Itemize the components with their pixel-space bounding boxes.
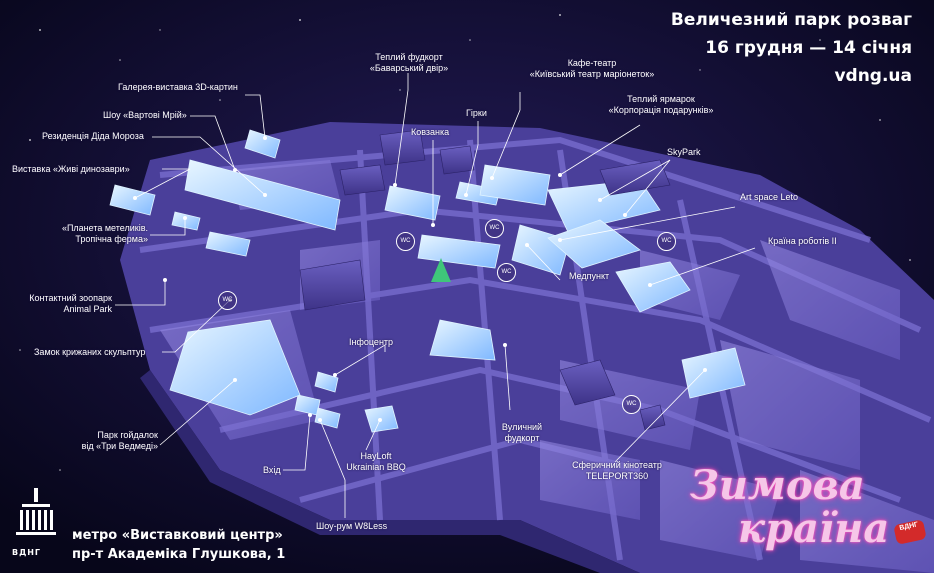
label-spherical-cinema-line2: TELEPORT360 <box>585 471 649 481</box>
brand-title-line2: країна <box>738 505 890 552</box>
park-ground-edge <box>140 370 640 573</box>
wc-marker: WC <box>622 395 641 414</box>
label-show-vartovi: Шоу «Вартові Мрій» <box>103 110 187 120</box>
label-cafe-theatre-line1: Кафе-театр <box>567 58 617 68</box>
label-warm-fair-line1: Теплий ярмарок <box>627 94 695 104</box>
highlighted-pavilions <box>109 129 746 433</box>
label-swing-park-line2: від «Три Ведмеді» <box>81 441 158 451</box>
label-entrance: Вхід <box>263 465 281 475</box>
wc-marker: WC <box>396 232 415 251</box>
label-spherical-cinema: Сферичний кінотеатр TELEPORT360 <box>565 460 669 482</box>
christmas-tree <box>431 258 451 282</box>
label-bavarian-foodcourt-line2: «Баварський двір» <box>369 63 449 73</box>
label-street-foodcourt-line2: фудкорт <box>504 433 540 443</box>
label-bavarian-foodcourt: Теплий фудкорт «Баварський двір» <box>366 52 452 74</box>
label-gallery-3d: Галерея-виставка 3D-картин <box>118 82 238 92</box>
label-petting-zoo: Контактний зоопарк Animal Park <box>24 293 112 315</box>
address-info: пр-т Академіка Глушкова, 1 <box>72 547 286 562</box>
wc-marker: WC <box>497 263 516 282</box>
event-dates: 16 грудня — 14 січня <box>705 38 912 58</box>
label-dinosaurs: Виставка «Живі динозаври» <box>12 164 130 174</box>
label-butterflies-line1: «Планета метеликів. <box>61 223 148 233</box>
label-warm-fair-line2: «Корпорація подарунків» <box>608 105 714 115</box>
label-hayloft-line1: HayLoft <box>360 451 392 461</box>
metro-info: метро «Виставковий центр» <box>72 528 283 543</box>
label-ice-castle: Замок крижаних скульптур <box>34 347 146 357</box>
location-dots <box>133 136 707 422</box>
label-cafe-theatre-line2: «Київський театр маріонеток» <box>529 69 655 79</box>
label-hayloft: HayLoft Ukrainian BBQ <box>338 451 414 473</box>
event-title: Величезний парк розваг <box>670 10 912 30</box>
label-swing-park: Парк гойдалок від «Три Ведмеді» <box>60 430 158 452</box>
vdng-logo-text: ВДНГ <box>12 548 42 557</box>
label-slides: Гірки <box>466 108 487 118</box>
buildings <box>299 129 671 431</box>
label-petting-zoo-line1: Контактний зоопарк <box>29 293 112 303</box>
event-site-link[interactable]: vdng.ua <box>834 66 912 86</box>
label-ice-rink: Ковзанка <box>411 127 450 137</box>
leader-lines <box>115 73 756 518</box>
brand-title-line1: Зимова <box>690 462 865 509</box>
label-street-foodcourt: Вуличний фудкорт <box>492 422 552 444</box>
park-ground <box>120 122 934 573</box>
label-petting-zoo-line2: Animal Park <box>63 304 112 314</box>
label-street-foodcourt-line1: Вуличний <box>501 422 543 432</box>
stars <box>19 14 911 471</box>
label-cafe-theatre: Кафе-театр «Київський театр маріонеток» <box>522 58 662 80</box>
label-robots-land: Країна роботів II <box>768 236 837 246</box>
wc-marker: WC <box>218 291 237 310</box>
wc-marker: WC <box>485 219 504 238</box>
label-butterflies-line2: Тропічна ферма» <box>75 234 148 244</box>
label-bavarian-foodcourt-line1: Теплий фудкорт <box>375 52 443 62</box>
label-infocenter: Інфоцентр <box>349 337 394 347</box>
label-residence: Резиденція Діда Мороза <box>42 131 144 141</box>
label-art-space: Art space Leto <box>740 192 799 202</box>
wc-marker: WC <box>657 232 676 251</box>
label-hayloft-line2: Ukrainian BBQ <box>346 462 406 472</box>
label-swing-park-line1: Парк гойдалок <box>97 430 158 440</box>
label-warm-fair: Теплий ярмарок «Корпорація подарунків» <box>602 94 720 116</box>
label-showroom: Шоу-рум W8Less <box>316 521 388 531</box>
label-skypark: SkyPark <box>667 147 701 157</box>
vdng-logo-icon <box>16 488 56 535</box>
label-medpoint: Медпункт <box>569 271 610 281</box>
label-butterflies: «Планета метеликів. Тропічна ферма» <box>34 223 148 245</box>
label-spherical-cinema-line1: Сферичний кінотеатр <box>572 460 662 470</box>
